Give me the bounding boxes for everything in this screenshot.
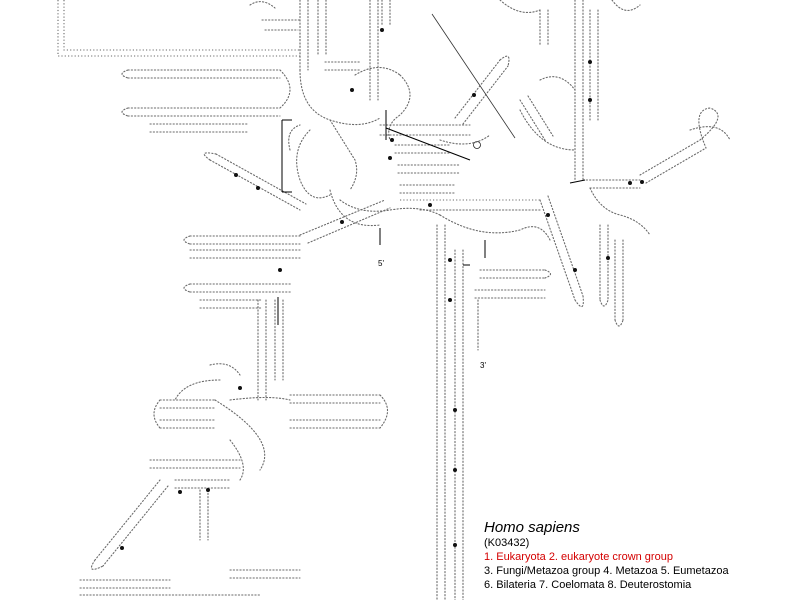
helix-central-vertical [436,224,552,600]
accession-number: (K03432) [484,537,530,549]
taxonomy-line-2: 3. Fungi/Metazoa group 4. Metazoa 5. Eum… [484,565,729,577]
helix-upper-right [499,0,641,181]
taxonomy-line-1: 1. Eukaryota 2. eukaryote crown group [484,551,673,563]
species-name: Homo sapiens [484,519,580,536]
helix-top-center [299,0,391,101]
helix-upper-right-diagonal [431,13,516,145]
three-prime-label: 3' [480,361,486,370]
five-prime-label: 5' [378,259,384,268]
loop-central-hub [299,110,481,245]
helix-lower-left [79,299,389,596]
taxonomy-line-3: 6. Bilateria 7. Coelomata 8. Deuterostom… [484,579,692,591]
species-legend: Homo sapiens (K03432) 1. Eukaryota 2. eu… [484,519,794,592]
helix-right [539,107,731,327]
loop-upper-center [281,61,411,199]
helix-top-left [57,0,301,57]
helix-left-cluster [121,69,307,325]
strand-central-right [400,199,551,241]
